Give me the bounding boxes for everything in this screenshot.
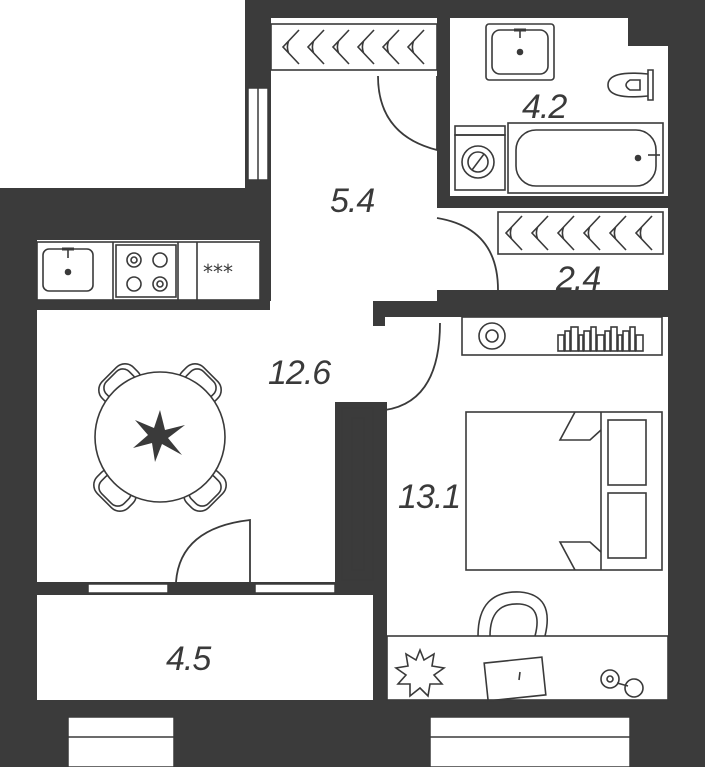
area-kitchen-living: 12.6 xyxy=(268,354,331,392)
hall-wardrobe xyxy=(270,23,438,71)
hanger-icon xyxy=(634,215,653,251)
desk xyxy=(386,635,669,701)
pillow-bottom xyxy=(607,492,647,559)
bathroom-corner-wall xyxy=(628,18,668,46)
kitchen-counter: *** xyxy=(36,241,261,301)
book-icon xyxy=(578,334,584,352)
book-icon xyxy=(629,326,636,352)
laptop xyxy=(483,656,547,702)
hanger-icon xyxy=(406,29,425,65)
desk-lamp xyxy=(600,669,644,698)
hanger-icon xyxy=(281,29,300,65)
book-icon xyxy=(610,326,618,352)
area-wardrobe: 2.4 xyxy=(555,260,600,298)
door-wardrobe xyxy=(436,217,499,291)
bathtub xyxy=(507,122,664,194)
door-bedroom xyxy=(384,322,441,411)
book-icon xyxy=(590,326,597,352)
hanger-icon xyxy=(504,215,523,251)
fridge-label: *** xyxy=(203,260,233,284)
window-kitchen-balcony xyxy=(87,583,169,594)
hanger-icon xyxy=(356,29,375,65)
hanger-icon xyxy=(582,215,601,251)
door-bathroom xyxy=(377,75,438,152)
wardrobe-closet xyxy=(497,211,664,255)
stove xyxy=(115,244,177,298)
area-labels: 5.4 4.2 2.4 12.6 13.1 4.5 xyxy=(166,88,601,678)
toilet xyxy=(607,69,654,101)
hanger-icon xyxy=(331,29,350,65)
book-icon xyxy=(617,334,623,352)
doors xyxy=(175,75,499,583)
book-icon xyxy=(604,330,611,352)
pillow-top xyxy=(607,419,647,486)
area-bedroom: 13.1 xyxy=(398,478,460,516)
hanger-icon xyxy=(381,29,400,65)
bed xyxy=(465,411,663,571)
bedroom-furniture xyxy=(341,316,669,702)
table-centerpiece xyxy=(133,410,185,462)
book-icon xyxy=(564,330,571,352)
washing-machine xyxy=(454,125,506,191)
area-bathroom: 4.2 xyxy=(522,88,567,126)
window-balcony-left xyxy=(67,716,175,767)
tv-stand xyxy=(461,316,663,356)
window-kitchen-balcony-2 xyxy=(254,583,336,594)
hanger-icon xyxy=(556,215,575,251)
area-balcony: 4.5 xyxy=(166,640,211,678)
window-balcony-right xyxy=(429,716,631,767)
plant xyxy=(393,647,447,698)
area-hallway: 5.4 xyxy=(330,182,374,220)
door-balcony xyxy=(175,518,251,583)
hanger-icon xyxy=(530,215,549,251)
hanger-icon xyxy=(608,215,627,251)
desk-chair xyxy=(477,591,549,637)
dining-set xyxy=(93,363,227,512)
book-icon xyxy=(635,334,644,352)
hanger-icon xyxy=(306,29,325,65)
book-icon xyxy=(557,334,565,352)
book-icon xyxy=(596,334,605,352)
book-icon xyxy=(622,330,630,352)
book-icon xyxy=(583,330,591,352)
wardrobe-mirror xyxy=(341,407,374,581)
book-icon xyxy=(570,326,579,352)
bath-sink xyxy=(485,23,555,81)
windows xyxy=(67,87,631,767)
bathroom-fixtures xyxy=(454,23,664,194)
